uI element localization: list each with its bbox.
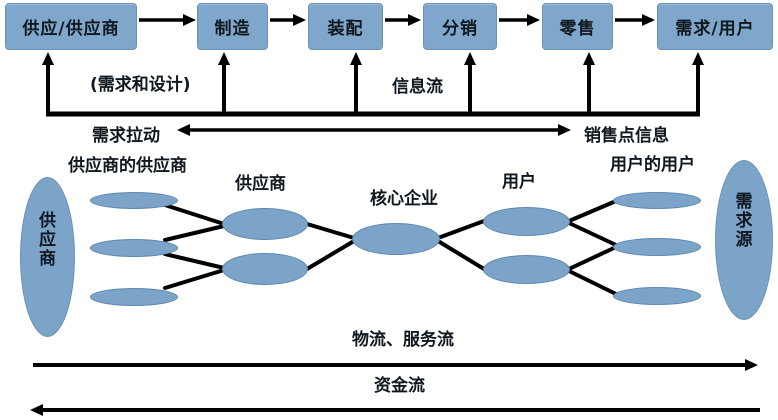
label-demand-pull: 需求拉动 xyxy=(92,126,160,146)
label-capital-flow: 资金流 xyxy=(374,376,425,396)
label-point-of-sale-info: 销售点信息 xyxy=(584,126,669,146)
suppliers-supplier-ellipse xyxy=(90,192,178,209)
information-flow-lines xyxy=(42,52,704,117)
chain-arrow-supply-to-manufacture xyxy=(139,14,196,26)
logistics-service-flow-arrow xyxy=(33,359,758,371)
label-information-flow: 信息流 xyxy=(392,77,443,97)
node-distribution: 分销 xyxy=(423,3,497,50)
demand-source-ellipse: 需求源 xyxy=(715,160,773,320)
chain-arrow-distribution-to-retail xyxy=(499,14,540,26)
chain-arrow-retail-to-demand xyxy=(615,14,655,26)
supplier-ellipse xyxy=(222,253,308,285)
demand-pull-double-arrow xyxy=(177,124,571,136)
node-retail: 零售 xyxy=(542,3,613,50)
capital-flow-arrow xyxy=(30,404,760,416)
label-logistics-service-flow: 物流、服务流 xyxy=(352,330,454,350)
supplier-ellipse xyxy=(222,208,308,240)
node-supply-supplier: 供应/供应商 xyxy=(5,3,137,50)
network-connector-lines xyxy=(163,199,618,296)
chain-arrow-assembly-to-distribution xyxy=(385,14,421,26)
demand-source-label: 需求源 xyxy=(735,191,753,250)
suppliers-supplier-ellipse xyxy=(90,239,178,257)
node-assembly: 装配 xyxy=(308,3,383,50)
user-ellipse xyxy=(483,207,570,236)
supplier-source-label: 供应商 xyxy=(39,210,56,269)
user-ellipse xyxy=(483,255,570,284)
users-user-ellipse xyxy=(613,287,701,305)
label-supplier-tier: 供应商 xyxy=(235,174,286,194)
node-demand-user: 需求/用户 xyxy=(657,3,773,50)
label-demand-and-design: (需求和设计) xyxy=(90,75,191,95)
supplier-source-ellipse: 供应商 xyxy=(20,177,75,337)
label-suppliers-supplier: 供应商的供应商 xyxy=(68,156,187,176)
label-users-user: 用户的用户 xyxy=(610,155,695,175)
suppliers-supplier-ellipse xyxy=(90,288,178,306)
chain-arrow-manufacture-to-assembly xyxy=(270,14,306,26)
node-manufacture: 制造 xyxy=(197,3,268,50)
users-user-ellipse xyxy=(613,238,701,256)
label-user-tier: 用户 xyxy=(502,172,536,192)
label-core-enterprise: 核心企业 xyxy=(370,189,438,209)
users-user-ellipse xyxy=(613,192,701,209)
core-enterprise-ellipse xyxy=(352,223,440,255)
